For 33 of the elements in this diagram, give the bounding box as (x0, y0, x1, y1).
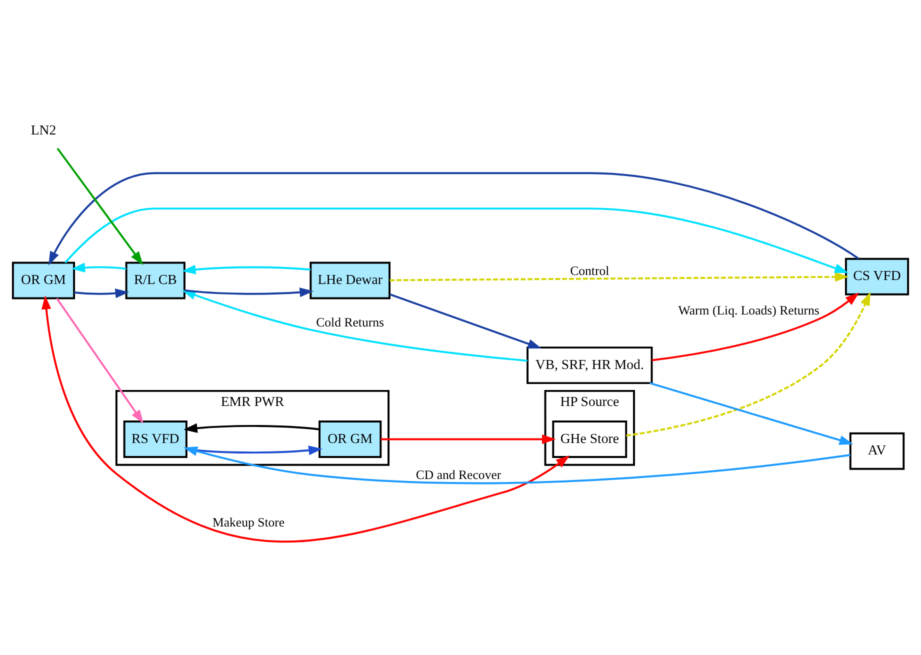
edge-label: Makeup Store (212, 515, 285, 530)
arrow (184, 446, 850, 484)
edge-label: CD and Recover (416, 468, 502, 482)
arrow (184, 288, 314, 298)
arrow (56, 148, 144, 266)
arrow (626, 292, 871, 437)
arrow (64, 208, 848, 273)
node-text: LN2 (30, 122, 56, 138)
node-box: VB, SRF, HR Mod. (526, 346, 653, 384)
arrow (56, 298, 144, 424)
arrow (184, 423, 320, 433)
arrow (186, 446, 322, 456)
node-box: OR GM (318, 420, 382, 458)
node-box: R/L CB (125, 262, 186, 300)
edge-label: Cold Returns (316, 315, 384, 330)
node-box: GHe Store (552, 420, 628, 458)
arrow (41, 295, 570, 542)
node-box: OR GM (12, 262, 76, 300)
arrow (48, 172, 860, 266)
node-box: AV (849, 432, 905, 470)
arrow (390, 272, 849, 282)
node-box: RS VFD (123, 420, 188, 458)
node-box: LHe Dewar (310, 262, 390, 300)
edge-label: Warm (Liq. Loads) Returns (678, 303, 820, 318)
arrow (74, 288, 130, 298)
node-box: CS VFD (844, 258, 910, 296)
edge-label: Control (570, 264, 610, 278)
arrow (182, 264, 311, 274)
arrow (380, 434, 556, 444)
arrow (649, 382, 854, 445)
arrow (652, 292, 860, 362)
arrow (389, 293, 542, 349)
arrow (71, 262, 126, 272)
